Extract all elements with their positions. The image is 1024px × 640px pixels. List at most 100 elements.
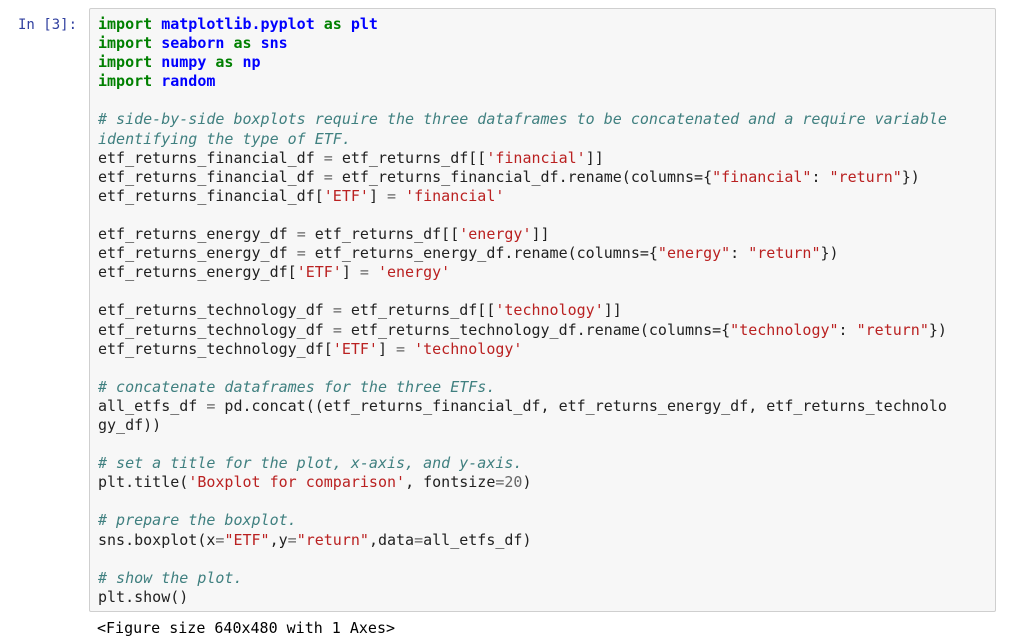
code-token: all_etfs_df) bbox=[423, 530, 532, 549]
code-line: etf_returns_financial_df = etf_returns_d… bbox=[98, 149, 947, 168]
code-token: # concatenate dataframes for the three E… bbox=[98, 377, 496, 396]
code-token: import bbox=[98, 15, 153, 33]
code-token: all_etfs_df bbox=[98, 396, 207, 415]
code-line: # show the plot. bbox=[98, 569, 947, 588]
code-token: 'ETF' bbox=[296, 263, 342, 282]
code-token: 20 bbox=[504, 473, 523, 492]
code-token: }) bbox=[820, 244, 839, 263]
code-token: ,data bbox=[368, 530, 415, 549]
code-token: 'financial' bbox=[405, 186, 505, 205]
code-token: etf_returns_technology_df[ bbox=[98, 339, 333, 358]
code-token: 'energy' bbox=[377, 263, 451, 282]
code-token: # set a title for the plot, x-axis, and … bbox=[98, 454, 523, 473]
code-token: numpy bbox=[161, 53, 207, 72]
code-token: sns bbox=[260, 34, 288, 53]
code-token: 'ETF' bbox=[332, 339, 378, 358]
code-token: seaborn bbox=[161, 34, 225, 53]
code-line: plt.title('Boxplot for comparison', font… bbox=[98, 473, 947, 492]
code-token: "return" bbox=[856, 320, 929, 339]
code-token: pd.concat((etf_returns_financial_df, etf… bbox=[215, 396, 947, 415]
code-token: }) bbox=[901, 167, 920, 186]
code-line: import numpy as np bbox=[98, 53, 947, 72]
code-token: = bbox=[387, 186, 397, 205]
code-token: plt.title( bbox=[98, 473, 189, 492]
code-line: gy_df)) bbox=[98, 416, 947, 435]
code-line: import matplotlib.pyplot as plt bbox=[98, 15, 947, 34]
code-token bbox=[405, 340, 414, 358]
code-line: etf_returns_financial_df = etf_returns_f… bbox=[98, 168, 947, 187]
code-token: 'technology' bbox=[414, 339, 523, 358]
code-token: etf_returns_energy_df.rename(columns={ bbox=[305, 244, 658, 263]
code-token: # prepare the boxplot. bbox=[98, 511, 297, 530]
code-token: etf_returns_energy_df[ bbox=[98, 263, 297, 282]
code-line: plt.show() bbox=[98, 588, 947, 607]
code-token: etf_returns_financial_df[ bbox=[98, 186, 324, 205]
code-token bbox=[152, 53, 161, 71]
code-line: # set a title for the plot, x-axis, and … bbox=[98, 454, 947, 473]
code-token: "ETF" bbox=[224, 530, 270, 549]
code-line: identifying the type of ETF. bbox=[98, 130, 947, 149]
code-token: etf_returns_technology_df bbox=[98, 301, 333, 320]
code-token bbox=[315, 15, 324, 33]
code-token: = bbox=[206, 396, 216, 415]
code-token: etf_returns_df[[ bbox=[332, 148, 487, 167]
code-token: ]] bbox=[585, 148, 604, 167]
code-token: = bbox=[396, 339, 406, 358]
code-line: etf_returns_technology_df = etf_returns_… bbox=[98, 301, 947, 320]
code-token: etf_returns_energy_df bbox=[98, 244, 297, 263]
code-line: all_etfs_df = pd.concat((etf_returns_fin… bbox=[98, 397, 947, 416]
code-token: matplotlib.pyplot bbox=[161, 15, 315, 33]
code-token bbox=[396, 187, 405, 205]
code-line: # prepare the boxplot. bbox=[98, 511, 947, 530]
code-token: : bbox=[811, 167, 830, 186]
code-token bbox=[342, 15, 351, 33]
code-token: as bbox=[323, 15, 342, 33]
code-token: etf_returns_technology_df.rename(columns… bbox=[341, 320, 731, 339]
code-token: sns.boxplot(x bbox=[98, 530, 216, 549]
code-line bbox=[98, 435, 947, 454]
input-prompt: In [3]: bbox=[18, 17, 78, 33]
code-token: = bbox=[296, 244, 306, 263]
code-token bbox=[252, 34, 261, 52]
code-token: import bbox=[98, 72, 153, 91]
code-line: etf_returns_energy_df['ETF'] = 'energy' bbox=[98, 263, 947, 282]
code-token: = bbox=[414, 530, 424, 549]
code-line: etf_returns_energy_df = etf_returns_ener… bbox=[98, 244, 947, 263]
code-token: = bbox=[332, 320, 342, 339]
code-token: "financial" bbox=[712, 167, 812, 186]
code-token: plt bbox=[350, 15, 378, 33]
code-token: np bbox=[242, 53, 261, 72]
code-token: plt.show() bbox=[98, 587, 189, 606]
code-token: as bbox=[215, 53, 234, 72]
code-token: etf_returns_financial_df bbox=[98, 148, 324, 167]
code-token bbox=[152, 34, 161, 52]
code-line bbox=[98, 492, 947, 511]
code-token: = bbox=[323, 148, 333, 167]
code-line: sns.boxplot(x="ETF",y="return",data=all_… bbox=[98, 531, 947, 550]
code-token: ] bbox=[341, 263, 360, 282]
code-line bbox=[98, 206, 947, 225]
code-token: "energy" bbox=[657, 244, 731, 263]
code-line: import seaborn as sns bbox=[98, 34, 947, 53]
code-line: import random bbox=[98, 72, 947, 91]
code-token: etf_returns_energy_df bbox=[98, 225, 297, 244]
code-line bbox=[98, 359, 947, 378]
code-line: etf_returns_energy_df = etf_returns_df[[… bbox=[98, 225, 947, 244]
code-line: etf_returns_financial_df['ETF'] = 'finan… bbox=[98, 187, 947, 206]
code-token: = bbox=[296, 225, 306, 244]
code-token: as bbox=[233, 34, 252, 53]
code-token: identifying the type of ETF. bbox=[98, 129, 351, 148]
code-token: # show the plot. bbox=[98, 568, 243, 587]
code-token: ] bbox=[368, 186, 387, 205]
code-token bbox=[233, 53, 242, 71]
code-token: , fontsize bbox=[405, 473, 496, 492]
code-token: import bbox=[98, 34, 153, 53]
code-token bbox=[152, 15, 161, 33]
code-line bbox=[98, 550, 947, 569]
code-token: "return" bbox=[296, 530, 369, 549]
code-token: = bbox=[359, 263, 369, 282]
code-token: 'Boxplot for comparison' bbox=[188, 473, 406, 492]
